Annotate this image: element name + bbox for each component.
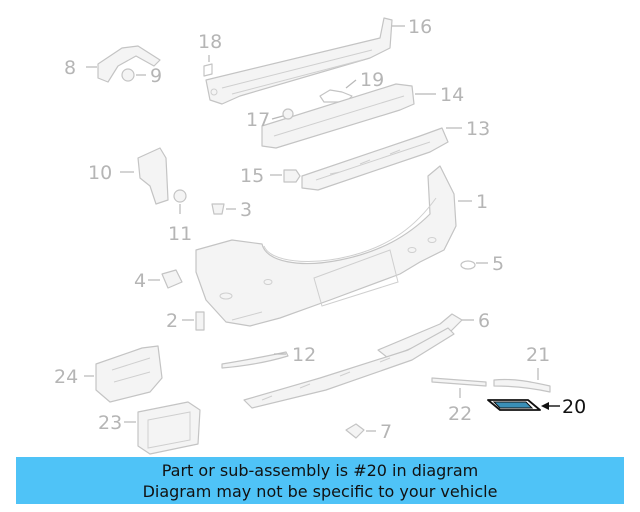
- callout-4: 4: [134, 270, 146, 292]
- callout-17: 17: [246, 109, 270, 131]
- leader-19: [345, 79, 357, 89]
- callout-18: 18: [198, 31, 222, 53]
- callout-9: 9: [150, 65, 162, 87]
- part-17-nut: [282, 108, 294, 120]
- callout-21: 21: [526, 344, 550, 366]
- part-19-clip: [319, 89, 353, 103]
- callout-12: 12: [292, 344, 316, 366]
- callout-7: 7: [380, 421, 392, 443]
- part-9-nut: [121, 68, 135, 82]
- part-22-strip: [431, 377, 487, 387]
- banner-line-1: Part or sub-assembly is #20 in diagram: [161, 460, 479, 480]
- callout-14: 14: [440, 84, 464, 106]
- callout-23: 23: [98, 412, 122, 434]
- part-18-clip: [203, 63, 213, 77]
- part-14-reinforcement: [261, 83, 415, 149]
- callout-5: 5: [492, 253, 504, 275]
- leader-17: [271, 115, 284, 120]
- arrow-20: [541, 402, 549, 410]
- part-5-grommet: [460, 260, 476, 270]
- callout-24: 24: [54, 366, 78, 388]
- part-7-clip: [345, 423, 365, 439]
- callout-6: 6: [478, 310, 490, 332]
- callout-10: 10: [88, 162, 112, 184]
- part-21-molding: [493, 378, 551, 393]
- part-16-upper-retainer: [205, 17, 393, 105]
- callout-19: 19: [360, 69, 384, 91]
- part-12-trim-strip: [221, 351, 289, 369]
- callout-22: 22: [448, 403, 472, 425]
- part-24-bracket: [95, 345, 163, 403]
- part-15-bolt: [283, 169, 301, 183]
- part-11-nut: [173, 189, 187, 203]
- lower-valance: [243, 327, 455, 409]
- callout-8: 8: [64, 57, 76, 79]
- callout-1: 1: [476, 191, 488, 213]
- part-4-clip: [161, 269, 183, 289]
- banner-line-2: Diagram may not be specific to your vehi…: [142, 481, 498, 501]
- callout-13: 13: [466, 118, 490, 140]
- part-13-absorber: [301, 127, 449, 191]
- callout-2: 2: [166, 310, 178, 332]
- info-banner: Part or sub-assembly is #20 in diagram D…: [16, 457, 624, 504]
- part-20-highlighted: [487, 399, 541, 411]
- part-3-screw: [211, 203, 225, 215]
- callout-15: 15: [240, 165, 264, 187]
- part-8-side-bracket: [97, 45, 161, 83]
- part-2-screw: [195, 311, 205, 331]
- part-1-bumper-cover: [195, 165, 457, 327]
- callout-11: 11: [168, 223, 192, 245]
- callout-20: 20: [562, 396, 586, 418]
- part-10-side-bracket: [137, 147, 169, 205]
- part-23-module: [137, 401, 201, 455]
- callout-16: 16: [408, 16, 432, 38]
- callout-3: 3: [240, 199, 252, 221]
